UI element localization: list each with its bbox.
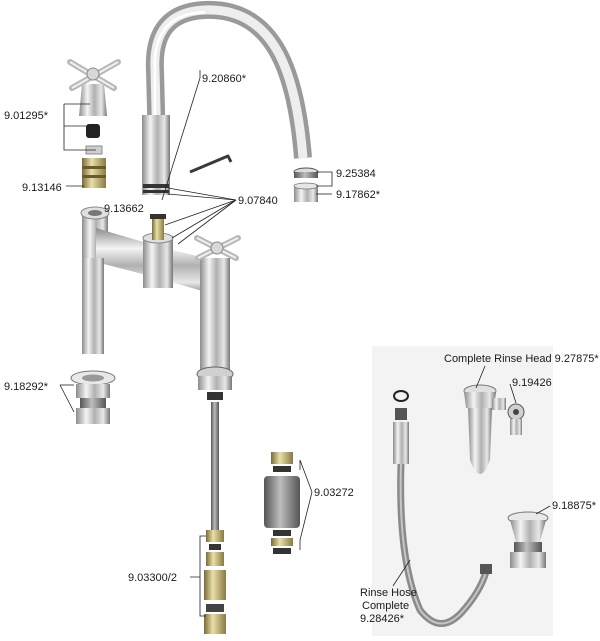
label-handle-top: 9.01295* bbox=[4, 110, 49, 122]
label-hose-line1: Rinse Hose bbox=[360, 587, 417, 599]
rinse-kit-panel bbox=[372, 346, 553, 636]
check-valve-assembly bbox=[264, 452, 300, 554]
label-supply: 9.03300/2 bbox=[128, 572, 177, 584]
label-spout: 9.20860* bbox=[202, 73, 247, 85]
label-valve: 9.03272 bbox=[314, 487, 354, 499]
allen-key bbox=[189, 154, 233, 174]
right-mounting-shank bbox=[507, 511, 549, 568]
supply-hose bbox=[204, 402, 226, 634]
label-stud: 9.13662 bbox=[104, 203, 144, 215]
right-cross-handle bbox=[194, 235, 241, 261]
leader-lines bbox=[59, 70, 551, 617]
rinse-hose bbox=[393, 390, 492, 627]
left-valve-cartridge bbox=[82, 145, 106, 188]
left-cross-handle bbox=[67, 59, 121, 138]
label-hose-line2: Complete bbox=[362, 600, 409, 612]
label-orings: 9.07840 bbox=[238, 195, 278, 207]
label-rinse-clip: 9.19426 bbox=[512, 377, 552, 389]
left-mounting-shank bbox=[70, 370, 116, 424]
rinse-head bbox=[463, 384, 525, 474]
label-aerator: 9.17862* bbox=[336, 189, 381, 201]
label-drain-right: 9.18875* bbox=[552, 500, 597, 512]
label-aerator-ring: 9.25384 bbox=[336, 168, 376, 180]
label-cartridge: 9.13146 bbox=[22, 182, 62, 194]
aerator-parts bbox=[293, 167, 319, 202]
gooseneck-spout bbox=[142, 0, 312, 195]
bridge-body bbox=[80, 206, 234, 400]
label-drain-left: 9.18292* bbox=[4, 381, 49, 393]
label-hose-line3: 9.28426* bbox=[360, 613, 405, 625]
label-rinse-head: Complete Rinse Head 9.27875* bbox=[444, 353, 599, 365]
